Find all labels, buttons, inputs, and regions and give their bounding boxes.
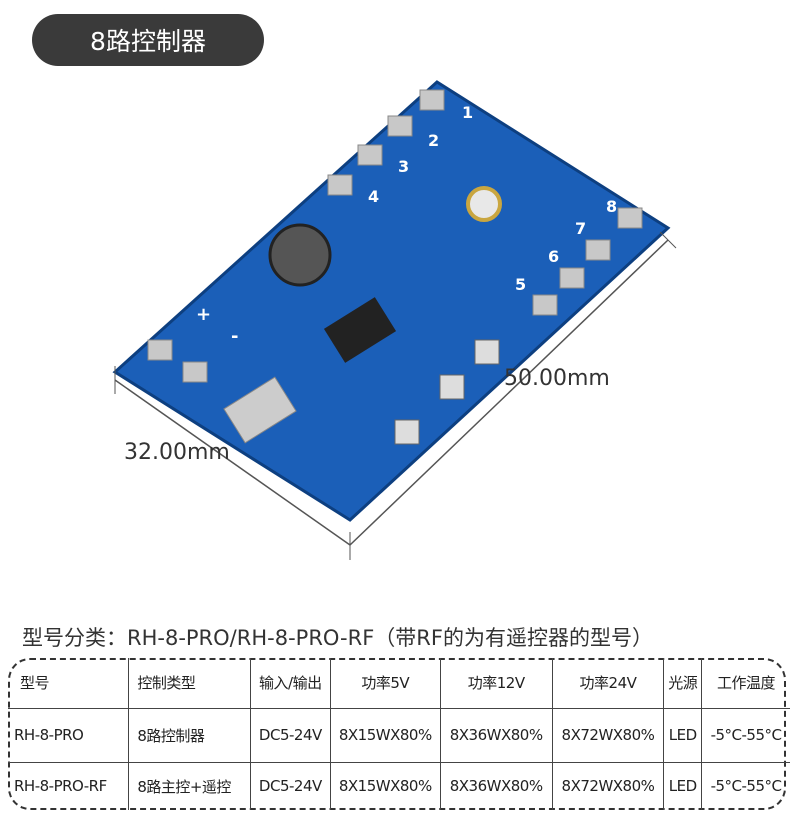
header-cell: 输入/输出 [249,658,331,708]
header-cell: 功率5V [329,658,441,708]
channel-pad [357,144,383,166]
channel-pad [327,174,353,196]
model-classification: 型号分类：RH-8-PRO/RH-8-PRO-RF（带RF的为有遥控器的型号） [22,626,653,650]
cell: 8X15WX80% [329,707,441,762]
spec-table: 型号 控制类型 输入/输出 功率5V 功率12V 功率24V 光源 工作温度 R… [8,658,790,810]
length-label: 50.00mm [504,366,610,391]
header-cell: 工作温度 [701,658,790,708]
cell: -5°C-55°C [701,707,790,762]
cell: LED [663,707,702,762]
cell: 8路主控+遥控 [128,761,251,810]
power-pad [182,361,208,383]
usb-port [223,376,297,444]
cell: 8X72WX80% [551,707,664,762]
cell: RH-8-PRO [8,707,129,762]
channel-pad [559,267,585,289]
cell: 8X36WX80% [439,761,553,810]
table-header-row: 型号 控制类型 输入/输出 功率5V 功率12V 功率24V 光源 工作温度 [8,658,790,708]
table-row: RH-8-PRO 8路控制器 DC5-24V 8X15WX80% 8X36WX8… [8,707,790,762]
width-dimension-line [114,379,351,546]
header-cell: 光源 [663,658,702,708]
channel-pad [585,239,611,261]
cell: DC5-24V [249,761,331,810]
channel-label: 7 [575,219,586,238]
length-dimension-line [349,239,669,546]
cell: LED [663,761,702,810]
button [474,339,500,365]
channel-pad [419,89,445,111]
channel-label: 6 [548,247,559,266]
power-label: - [231,326,238,347]
capacitor [268,223,332,287]
channel-pad [532,294,558,316]
cell: DC5-24V [249,707,331,762]
title-badge: 8路控制器 [32,14,264,66]
channel-pad [617,207,643,229]
channel-label: 5 [515,275,526,294]
channel-label: 2 [428,131,439,150]
channel-label: 4 [368,187,379,206]
chip [323,297,397,363]
channel-label: 3 [398,157,409,176]
channel-label: 8 [606,197,617,216]
power-label: + [196,304,211,325]
header-cell: 控制类型 [128,658,251,708]
cell: -5°C-55°C [701,761,790,810]
pcb-illustration: 1 234 5 67 8 +- [112,80,677,560]
button [394,419,420,445]
width-label: 32.00mm [124,440,230,465]
table-row: RH-8-PRO-RF 8路主控+遥控 DC5-24V 8X15WX80% 8X… [8,761,790,810]
header-cell: 功率24V [551,658,664,708]
channel-label: 1 [462,103,473,122]
header-cell: 功率12V [439,658,553,708]
cell: 8X15WX80% [329,761,441,810]
cell: 8路控制器 [128,707,251,762]
mounting-hole [466,186,502,222]
cell: 8X72WX80% [551,761,664,810]
channel-pad [387,115,413,137]
header-cell: 型号 [20,674,50,693]
cell: 8X36WX80% [439,707,553,762]
cell: RH-8-PRO-RF [8,761,129,810]
button [439,374,465,400]
power-pad [147,339,173,361]
